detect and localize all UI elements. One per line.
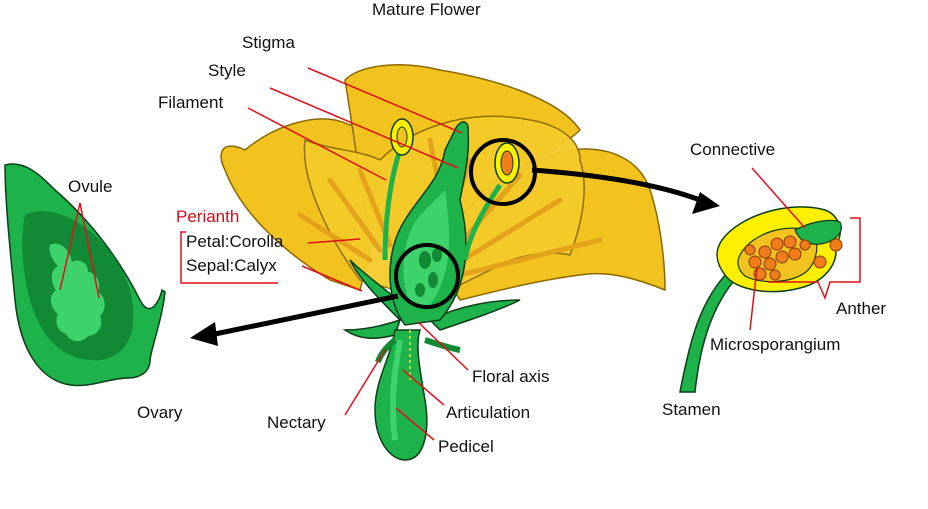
ovary-ovules bbox=[415, 248, 442, 297]
leader-ovule-2 bbox=[79, 202, 100, 299]
arrow-to-stamen-shaft bbox=[531, 167, 701, 203]
leader-connective bbox=[751, 167, 806, 229]
diagram-title: Mature Flower bbox=[372, 0, 481, 19]
sepal-lower-left bbox=[342, 318, 402, 340]
text-labels: Mature Flower Stigma Style Filament Ovul… bbox=[68, 0, 886, 456]
arrows bbox=[190, 167, 720, 346]
stamen-filament-detail bbox=[679, 269, 740, 393]
arrow-to-stamen-head bbox=[692, 192, 720, 214]
label-microsporangium: Microsporangium bbox=[710, 335, 840, 354]
leader-lines bbox=[59, 67, 806, 441]
sepal-right bbox=[428, 299, 521, 331]
filament-right bbox=[462, 183, 503, 261]
perianth-bracket bbox=[180, 231, 278, 284]
label-petal: Petal:Corolla bbox=[186, 232, 284, 251]
label-sepal: Sepal:Calyx bbox=[186, 256, 277, 275]
label-style: Style bbox=[208, 61, 246, 80]
leader-pedicel bbox=[395, 407, 435, 441]
arrow-to-ovary-shaft bbox=[214, 293, 399, 337]
pollen-grains bbox=[744, 235, 843, 281]
mature-flower bbox=[220, 64, 666, 461]
nectary-right bbox=[424, 337, 461, 353]
anther-bracket bbox=[768, 217, 861, 301]
label-perianth: Perianth bbox=[176, 207, 239, 226]
stamen-detail bbox=[679, 206, 861, 393]
label-stamen: Stamen bbox=[662, 400, 721, 419]
label-pedicel: Pedicel bbox=[438, 437, 494, 456]
leader-nectary bbox=[344, 349, 386, 416]
label-stigma: Stigma bbox=[242, 33, 295, 52]
leader-ovule-1 bbox=[59, 202, 81, 291]
label-nectary: Nectary bbox=[267, 413, 326, 432]
leader-petal bbox=[307, 238, 361, 244]
label-connective: Connective bbox=[690, 140, 775, 159]
leader-stigma bbox=[307, 67, 463, 134]
filament-left bbox=[382, 149, 403, 261]
leader-microsporangium bbox=[749, 267, 758, 331]
label-floral-axis: Floral axis bbox=[472, 367, 549, 386]
ovary-magnifier-circle bbox=[394, 243, 460, 309]
ovary-chamber bbox=[403, 190, 450, 305]
label-ovule: Ovule bbox=[68, 177, 112, 196]
label-anther: Anther bbox=[836, 299, 886, 318]
ovary-detail bbox=[4, 163, 166, 387]
label-filament: Filament bbox=[158, 93, 223, 112]
ovary-placenta bbox=[49, 243, 105, 342]
leader-floral-axis bbox=[417, 321, 469, 371]
label-articulation: Articulation bbox=[446, 403, 530, 422]
leader-articulation bbox=[402, 369, 445, 406]
pedicel-highlight bbox=[389, 339, 403, 441]
anther-left-inner bbox=[396, 126, 408, 148]
arrow-to-ovary-head bbox=[190, 322, 218, 346]
leader-filament bbox=[247, 107, 387, 181]
anther-right-inner bbox=[500, 150, 514, 176]
leader-style bbox=[269, 87, 459, 169]
pedicel bbox=[374, 329, 428, 461]
label-ovary: Ovary bbox=[137, 403, 183, 422]
leader-sepal bbox=[301, 265, 363, 292]
